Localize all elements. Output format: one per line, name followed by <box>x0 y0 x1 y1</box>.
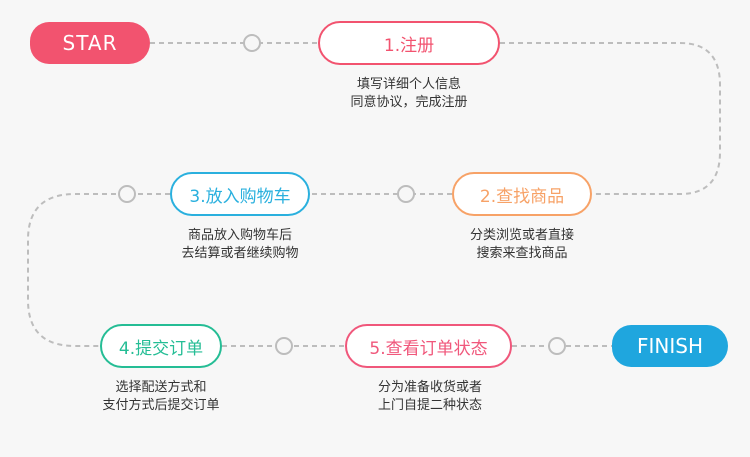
connector-dot <box>275 337 293 355</box>
step-3-label: 3.放入购物车 <box>189 186 291 207</box>
step-2-label: 2.查找商品 <box>479 186 565 207</box>
step-2-description: 分类浏览或者直接 搜索来查找商品 <box>469 228 575 261</box>
step-4-label: 4.提交订单 <box>118 338 204 359</box>
connector-dot <box>118 185 136 203</box>
step-5-description: 分为准备收货或者 上门自提二种状态 <box>377 380 483 413</box>
step-5-label: 5.查看订单状态 <box>369 338 488 359</box>
step-1-label: 1.注册 <box>383 35 435 56</box>
connector-row2-to-row3 <box>27 193 170 347</box>
step-3-description: 商品放入购物车后 去结算或者继续购物 <box>181 228 299 261</box>
step-4-description: 选择配送方式和 支付方式后提交订单 <box>102 380 220 413</box>
step-5-order-status: 5.查看订单状态 <box>345 324 512 368</box>
start-label: STAR <box>62 31 118 55</box>
finish-label: FINISH <box>637 334 703 358</box>
connector-dot <box>548 337 566 355</box>
finish-node: FINISH <box>612 325 728 367</box>
connector-dot <box>243 34 261 52</box>
connector-row1-to-row2 <box>500 42 721 195</box>
step-3-add-to-cart: 3.放入购物车 <box>170 172 310 216</box>
step-4-submit-order: 4.提交订单 <box>100 324 222 368</box>
start-node: STAR <box>30 22 150 64</box>
connector-dot <box>397 185 415 203</box>
step-1-description: 填写详细个人信息 同意协议，完成注册 <box>350 77 468 110</box>
step-1-register: 1.注册 <box>318 21 500 65</box>
step-2-find-goods: 2.查找商品 <box>452 172 592 216</box>
